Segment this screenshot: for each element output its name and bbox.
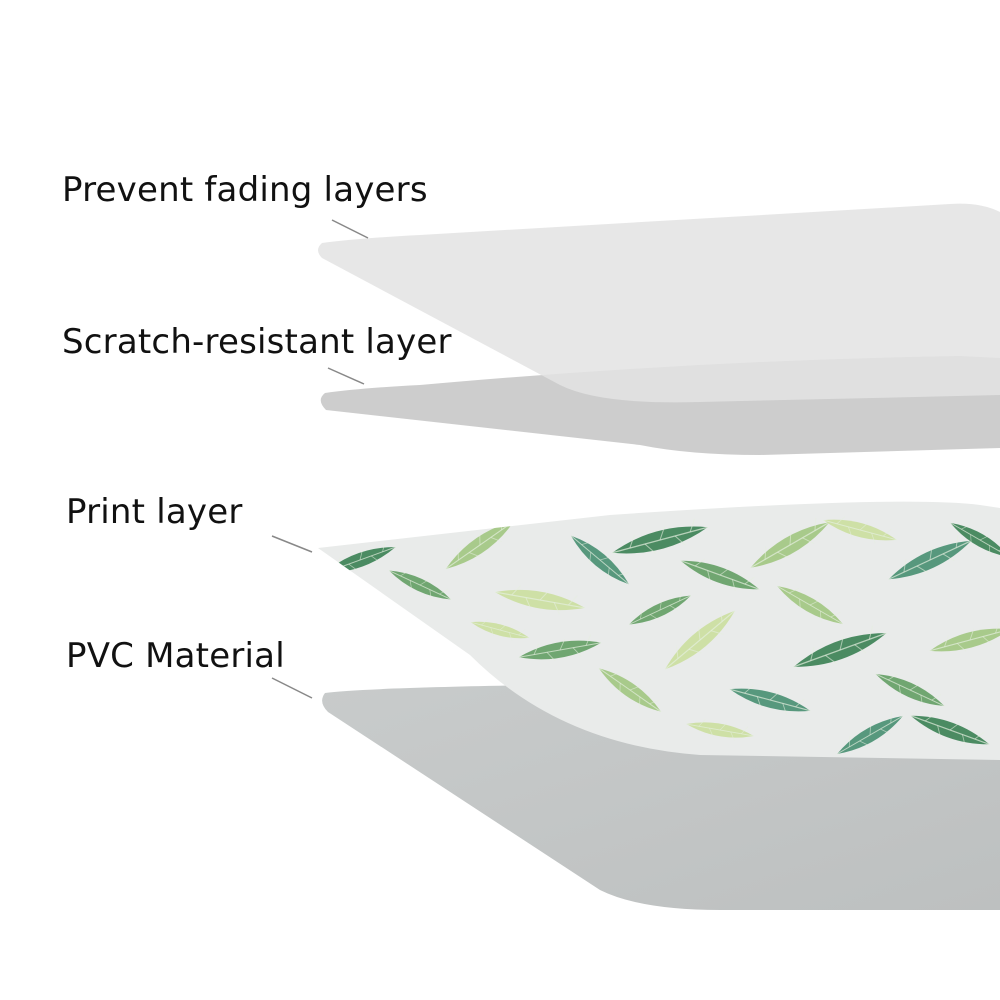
leaf-pattern (324, 516, 1000, 755)
leader-lines (271, 219, 369, 699)
leaf-shape (836, 712, 904, 755)
leaf-shape (776, 585, 844, 625)
leaf-shape (388, 570, 452, 600)
leaf-shape (598, 667, 662, 713)
leaf-shape (729, 684, 811, 715)
leaf-shape (793, 625, 887, 668)
print-layer (318, 501, 1000, 760)
leaf-shape (910, 713, 990, 747)
leaf-shape (686, 718, 754, 741)
label-pvc-material: PVC Material (66, 636, 285, 676)
leader-line-pvc (271, 677, 313, 699)
leaf-shape (570, 535, 630, 585)
leaf-shape (929, 621, 1000, 652)
leaf-shape (628, 591, 692, 625)
leaf-shape (680, 558, 760, 592)
leaf-shape (612, 518, 708, 554)
label-print-layer: Print layer (66, 492, 243, 532)
prevent-fading-layer (318, 203, 1000, 403)
label-prevent-fading: Prevent fading layers (62, 170, 428, 210)
leader-line-print (271, 535, 313, 553)
leaf-shape (888, 534, 972, 580)
print-layer-base (318, 501, 1000, 760)
leader-line-scratch (327, 367, 365, 385)
leaf-shape (518, 634, 602, 662)
leaf-shape (664, 608, 736, 670)
leaf-shape (823, 516, 897, 544)
leader-line-fading (331, 219, 369, 239)
leaf-shape (470, 619, 530, 641)
label-scratch-resistant: Scratch-resistant layer (62, 322, 452, 362)
leaf-shape (494, 585, 586, 615)
leaf-shape (875, 673, 945, 707)
leaf-shape (750, 517, 830, 569)
